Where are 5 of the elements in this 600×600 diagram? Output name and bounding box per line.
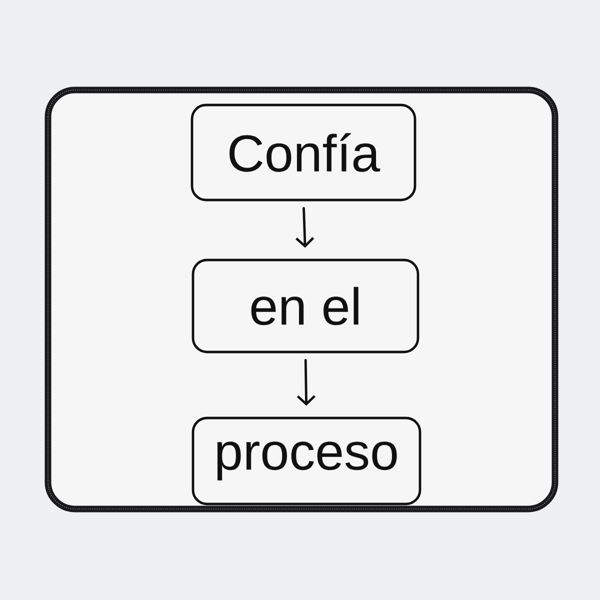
process-box: en el (192, 258, 420, 354)
arrow (296, 359, 316, 406)
process-box: Confía (190, 104, 416, 202)
arrow (296, 207, 314, 248)
process-box: proceso (192, 416, 422, 506)
